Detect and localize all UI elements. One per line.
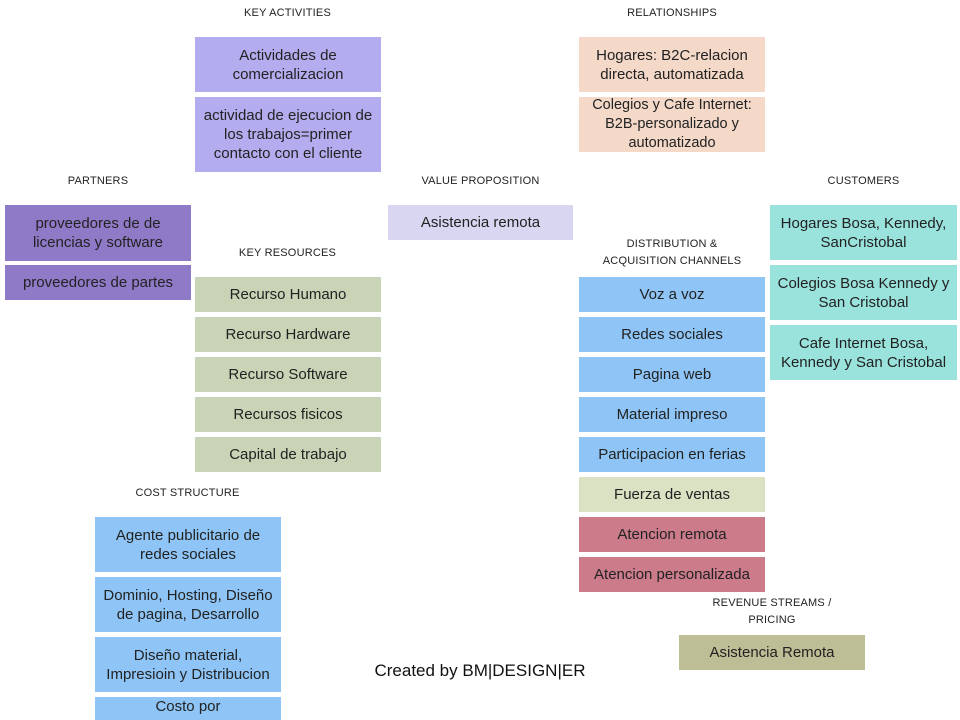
key-resource-card: Recurso Humano bbox=[195, 277, 381, 312]
heading-customers: CUSTOMERS bbox=[827, 175, 900, 187]
cost-card: Costo por bbox=[95, 697, 281, 720]
channel-card: Redes sociales bbox=[579, 317, 765, 352]
cost-card: Diseño material, Impresioin y Distribuci… bbox=[95, 637, 281, 692]
partner-card: proveedores de partes bbox=[5, 265, 191, 300]
channel-card: Material impreso bbox=[579, 397, 765, 432]
relationship-card: Colegios y Cafe Internet: B2B-personaliz… bbox=[579, 97, 765, 152]
customer-card: Hogares Bosa, Kennedy, SanCristobal bbox=[770, 205, 957, 260]
heading-relationships: RELATIONSHIPS bbox=[627, 7, 717, 19]
heading-partners: PARTNERS bbox=[67, 175, 129, 187]
heading-distribution-line2: ACQUISITION CHANNELS bbox=[602, 255, 742, 267]
channel-card: Fuerza de ventas bbox=[579, 477, 765, 512]
cost-card: Dominio, Hosting, Diseño de pagina, Desa… bbox=[95, 577, 281, 632]
channel-card: Atencion remota bbox=[579, 517, 765, 552]
heading-distribution-channels: DISTRIBUTION & ACQUISITION CHANNELS bbox=[579, 236, 765, 270]
relationship-card: Hogares: B2C-relacion directa, automatiz… bbox=[579, 37, 765, 92]
key-resource-card: Capital de trabajo bbox=[195, 437, 381, 472]
heading-key-activities: KEY ACTIVITIES bbox=[244, 7, 331, 19]
customer-card: Cafe Internet Bosa, Kennedy y San Cristo… bbox=[770, 325, 957, 380]
channel-card: Pagina web bbox=[579, 357, 765, 392]
revenue-card: Asistencia Remota bbox=[679, 635, 865, 670]
channel-card: Atencion personalizada bbox=[579, 557, 765, 592]
footer-credit: Created by BM|DESIGN|ER bbox=[374, 661, 586, 680]
heading-revenue-line2: PRICING bbox=[748, 614, 796, 626]
cost-card: Agente publicitario de redes sociales bbox=[95, 517, 281, 572]
channel-card: Participacion en ferias bbox=[579, 437, 765, 472]
heading-key-resources: KEY RESOURCES bbox=[238, 247, 337, 259]
key-resource-card: Recursos fisicos bbox=[195, 397, 381, 432]
value-proposition-card: Asistencia remota bbox=[388, 205, 573, 240]
heading-value-proposition: VALUE PROPOSITION bbox=[421, 175, 540, 187]
heading-cost-structure: COST STRUCTURE bbox=[135, 487, 240, 499]
key-resource-card: Recurso Hardware bbox=[195, 317, 381, 352]
heading-revenue-line1: REVENUE STREAMS / bbox=[712, 597, 832, 609]
key-activity-card: Actividades de comercializacion bbox=[195, 37, 381, 92]
key-activity-card: actividad de ejecucion de los trabajos=p… bbox=[195, 97, 381, 172]
heading-revenue-streams: REVENUE STREAMS / PRICING bbox=[679, 595, 865, 629]
partner-card: proveedores de de licencias y software bbox=[5, 205, 191, 261]
key-resource-card: Recurso Software bbox=[195, 357, 381, 392]
channel-card: Voz a voz bbox=[579, 277, 765, 312]
heading-distribution-line1: DISTRIBUTION & bbox=[626, 238, 718, 250]
customer-card: Colegios Bosa Kennedy y San Cristobal bbox=[770, 265, 957, 320]
